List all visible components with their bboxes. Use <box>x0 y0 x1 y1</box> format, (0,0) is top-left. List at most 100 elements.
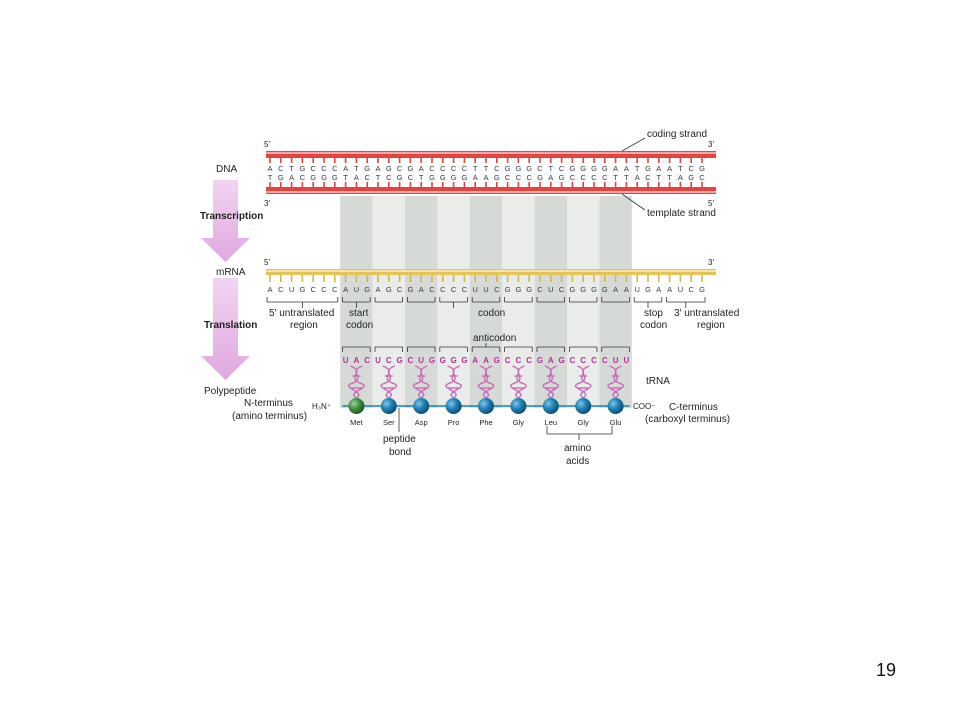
trna-label: tRNA <box>646 376 670 387</box>
mrna-nt-40: C <box>688 285 694 294</box>
mrna-nt-28: C <box>559 285 565 294</box>
template-nt-2: G <box>278 173 284 182</box>
anticodon-nt-2-1: U <box>375 356 381 365</box>
mrna-3prime: 3′ <box>708 258 714 267</box>
template-nt-39: A <box>678 173 683 182</box>
mrna-nt-31: G <box>591 285 597 294</box>
template-nt-40: G <box>688 173 694 182</box>
anticodon-nt-4-2: G <box>450 356 456 365</box>
translation-arrow <box>201 278 250 380</box>
coding-nt-22: C <box>494 164 500 173</box>
anticodon-brackets <box>342 343 630 352</box>
amino-acid-ser-2 <box>380 398 397 414</box>
utr5-label-line1: 5′ untranslated <box>269 308 334 319</box>
coding-nt-2: C <box>278 164 284 173</box>
amino-acids-label-line1: amino <box>564 443 592 454</box>
template-nt-34: T <box>624 173 629 182</box>
mrna-nt-35: U <box>634 285 639 294</box>
amino-acid-label-7: Leu <box>545 418 558 427</box>
mrna-nt-37: A <box>656 285 661 294</box>
coding-nt-6: C <box>321 164 327 173</box>
coding-nt-39: T <box>678 164 683 173</box>
template-nt-25: C <box>526 173 532 182</box>
mrna-nt-20: U <box>472 285 477 294</box>
anticodon-nt-3-2: U <box>418 356 424 365</box>
template-nt-27: A <box>548 173 553 182</box>
anticodon-nt-6-3: C <box>526 356 532 365</box>
n-end-chem: H₃N⁺ <box>312 402 331 411</box>
amino-acid-phe-5 <box>478 398 494 414</box>
mrna-nt-5: C <box>310 285 316 294</box>
mrna-nt-38: A <box>667 285 672 294</box>
template-nt-37: T <box>657 173 662 182</box>
coding-5prime: 5′ <box>264 140 270 149</box>
mrna-nt-3: U <box>289 285 294 294</box>
mrna-nt-27: U <box>548 285 553 294</box>
anticodon-nt-1-3: C <box>364 356 370 365</box>
amino-acid-glu-9 <box>607 398 624 414</box>
coding-nt-30: G <box>580 164 586 173</box>
anticodon-nt-2-3: G <box>396 356 402 365</box>
coding-strand-label: coding strand <box>647 129 707 140</box>
utr3-label-line1: 3′ untranslated <box>674 308 739 319</box>
template-nt-5: G <box>310 173 316 182</box>
template-nt-29: C <box>570 173 576 182</box>
mrna-nt-22: C <box>494 285 500 294</box>
template-nt-20: A <box>473 173 478 182</box>
coding-nt-31: G <box>591 164 597 173</box>
anticodon-nt-9-3: U <box>624 356 630 365</box>
amino-acid-leu-7 <box>542 398 559 414</box>
coding-nt-19: C <box>462 164 468 173</box>
template-nt-11: T <box>376 173 381 182</box>
template-nt-3: A <box>289 173 294 182</box>
coding-nt-5: C <box>310 164 316 173</box>
mrna-nt-29: G <box>569 285 575 294</box>
template-nt-38: T <box>667 173 672 182</box>
amino-acid-label-8: Gly <box>578 418 590 427</box>
amino-acid-label-6: Gly <box>513 418 525 427</box>
template-nt-14: C <box>408 173 414 182</box>
template-nt-23: C <box>505 173 511 182</box>
mrna-nt-34: A <box>624 285 629 294</box>
mrna-nt-14: G <box>407 285 413 294</box>
mrna-nt-19: C <box>462 285 468 294</box>
coding-nt-32: G <box>602 164 608 173</box>
trna-4 <box>445 365 462 399</box>
template-nt-17: G <box>440 173 446 182</box>
coding-nt-25: G <box>526 164 532 173</box>
mrna-nt-39: U <box>678 285 683 294</box>
stop-codon-label-line2: codon <box>640 320 667 331</box>
mrna-nt-16: C <box>429 285 435 294</box>
coding-nt-34: A <box>624 164 629 173</box>
template-nt-1: T <box>268 173 273 182</box>
amino-acid-asp-3 <box>413 398 430 414</box>
coding-nt-4: G <box>299 164 305 173</box>
c-terminus-label-line2: (carboxyl terminus) <box>645 414 730 425</box>
anticodon-nt-5-2: A <box>483 356 489 365</box>
coding-nt-35: T <box>635 164 640 173</box>
mrna-label: mRNA <box>216 267 246 278</box>
coding-nt-16: C <box>429 164 435 173</box>
coding-nt-24: G <box>515 164 521 173</box>
mrna-nt-2: C <box>278 285 284 294</box>
stop-codon-label-line1: stop <box>644 308 663 319</box>
mrna-nt-23: G <box>505 285 511 294</box>
template-strand-label: template strand <box>647 208 716 219</box>
codon-label: codon <box>478 308 505 319</box>
trna-1 <box>348 365 365 399</box>
trna-5 <box>477 365 495 399</box>
transcription-arrow <box>201 180 250 262</box>
template-nt-21: A <box>483 173 488 182</box>
template-5prime: 5′ <box>708 199 714 208</box>
coding-strand-backbone <box>266 151 716 158</box>
start-codon-label-line2: codon <box>346 320 373 331</box>
anticodon-nt-7-2: A <box>548 356 554 365</box>
amino-acid-label-3: Asp <box>415 418 428 427</box>
coding-nt-20: T <box>473 164 478 173</box>
mrna-nt-4: G <box>299 285 305 294</box>
anticodon-nt-8-1: C <box>570 356 576 365</box>
n-terminus-label-line2: (amino terminus) <box>232 411 307 422</box>
coding-nt-37: A <box>656 164 661 173</box>
